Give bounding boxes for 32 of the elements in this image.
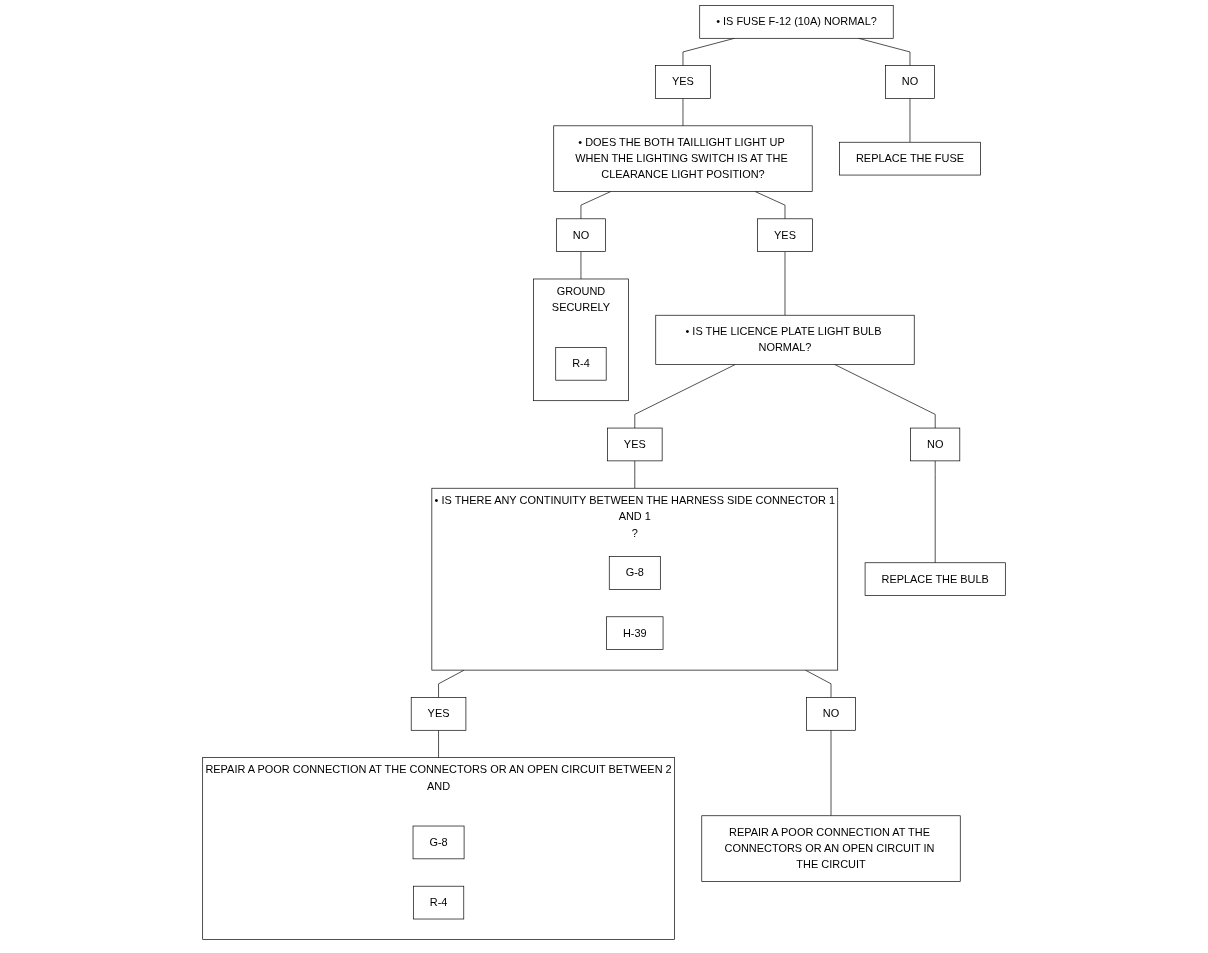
node-box: • IS THE LICENCE PLATE LIGHT BULB NORMAL? — [655, 314, 915, 365]
node-box: NO — [910, 427, 961, 462]
connector — [580, 251, 582, 280]
node-box: YES — [607, 427, 663, 462]
node-box: NO — [806, 697, 856, 731]
connector — [909, 98, 911, 143]
node-box: REPLACE THE BULB — [864, 562, 1006, 596]
node-box: YES — [655, 65, 711, 99]
node-box: G-8 — [608, 556, 661, 590]
node-box: YES — [757, 218, 813, 252]
connector — [580, 191, 612, 220]
node-box: REPAIR A POOR CONNECTION AT THE CONNECTORS OR AN OPEN CIRCUIT IN THE CIRCUIT — [701, 815, 961, 882]
node-box: R-4 — [413, 885, 465, 920]
connector — [805, 669, 832, 698]
node-box: • IS FUSE F-12 (10A) NORMAL? — [699, 5, 894, 39]
node-box: G-8 — [412, 825, 465, 860]
node-box: • DOES THE BOTH TAILLIGHT LIGHT UP WHEN THE LIGHTING SWITCH IS AT THE CLEARANCE LIGHT POSITION? — [553, 125, 813, 192]
connector — [682, 98, 684, 127]
connector — [784, 251, 786, 316]
node-box: NO — [885, 65, 935, 99]
node-box: R-4 — [555, 347, 607, 381]
connector — [754, 191, 786, 220]
connector — [830, 729, 832, 817]
node-box: REPLACE THE FUSE — [839, 141, 981, 176]
node-box: YES — [410, 697, 467, 731]
connector — [438, 669, 465, 698]
node-box: NO — [556, 218, 606, 252]
connector — [834, 364, 936, 429]
node-box: H-39 — [606, 616, 664, 650]
connector — [934, 460, 936, 564]
connector — [634, 364, 736, 429]
connector — [438, 729, 439, 758]
